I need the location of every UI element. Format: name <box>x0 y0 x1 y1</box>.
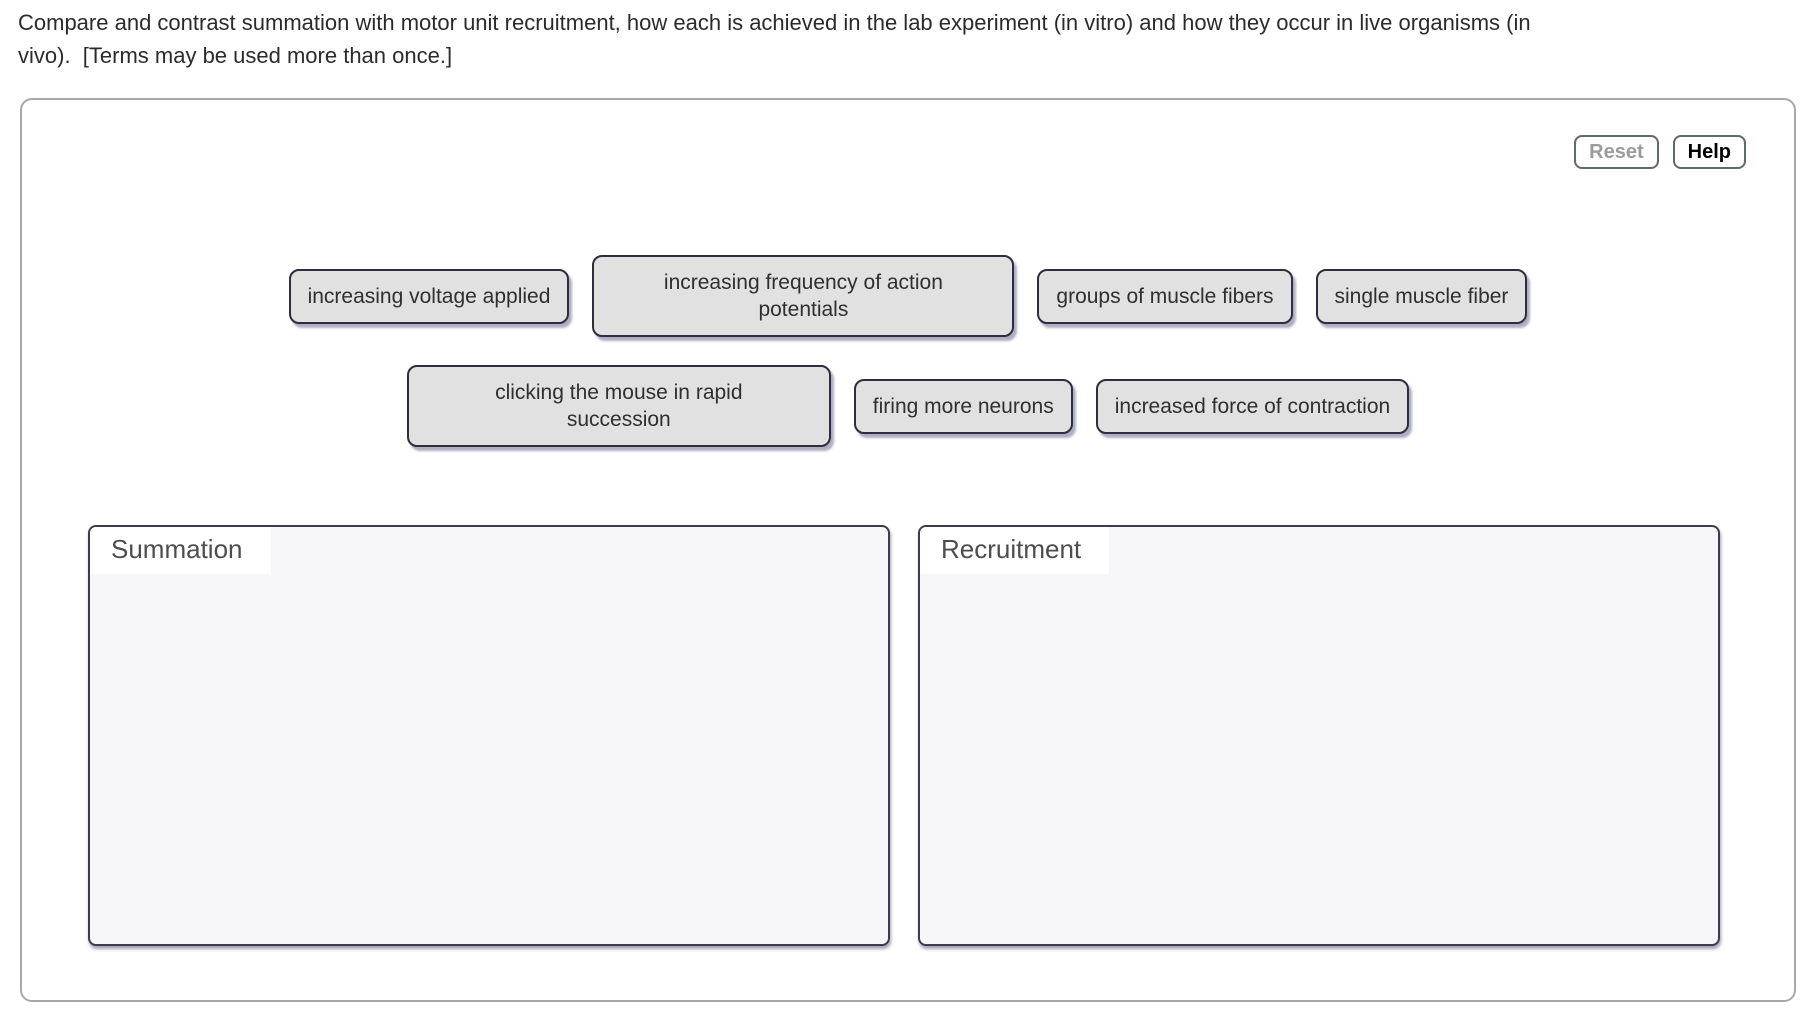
drop-zone-label: Summation <box>90 527 271 574</box>
drop-zone[interactable]: Summation <box>88 525 890 946</box>
term-row-2: clicking the mouse in rapid succession fi… <box>406 365 1410 447</box>
term-bank: increasing voltage applied increasing fre… <box>22 255 1794 447</box>
term-row-1: increasing voltage applied increasing fre… <box>288 255 1528 337</box>
term-chip[interactable]: clicking the mouse in rapid succession <box>406 365 831 447</box>
drop-zones: Summation Recruitment <box>88 525 1720 946</box>
term-chip[interactable]: increased force of contraction <box>1095 378 1410 434</box>
term-chip[interactable]: increasing voltage applied <box>288 268 570 324</box>
term-chip[interactable]: groups of muscle fibers <box>1037 268 1293 324</box>
toolbar: Reset Help <box>1574 135 1746 169</box>
term-chip[interactable]: increasing frequency of action potential… <box>592 255 1015 337</box>
drop-zone[interactable]: Recruitment <box>918 525 1720 946</box>
drop-zone-label: Recruitment <box>920 527 1110 574</box>
question-prompt: Compare and contrast summation with moto… <box>18 10 1531 68</box>
term-chip[interactable]: single muscle fiber <box>1315 268 1528 324</box>
reset-button[interactable]: Reset <box>1574 135 1659 169</box>
help-button[interactable]: Help <box>1672 135 1746 169</box>
term-chip[interactable]: firing more neurons <box>853 378 1073 434</box>
